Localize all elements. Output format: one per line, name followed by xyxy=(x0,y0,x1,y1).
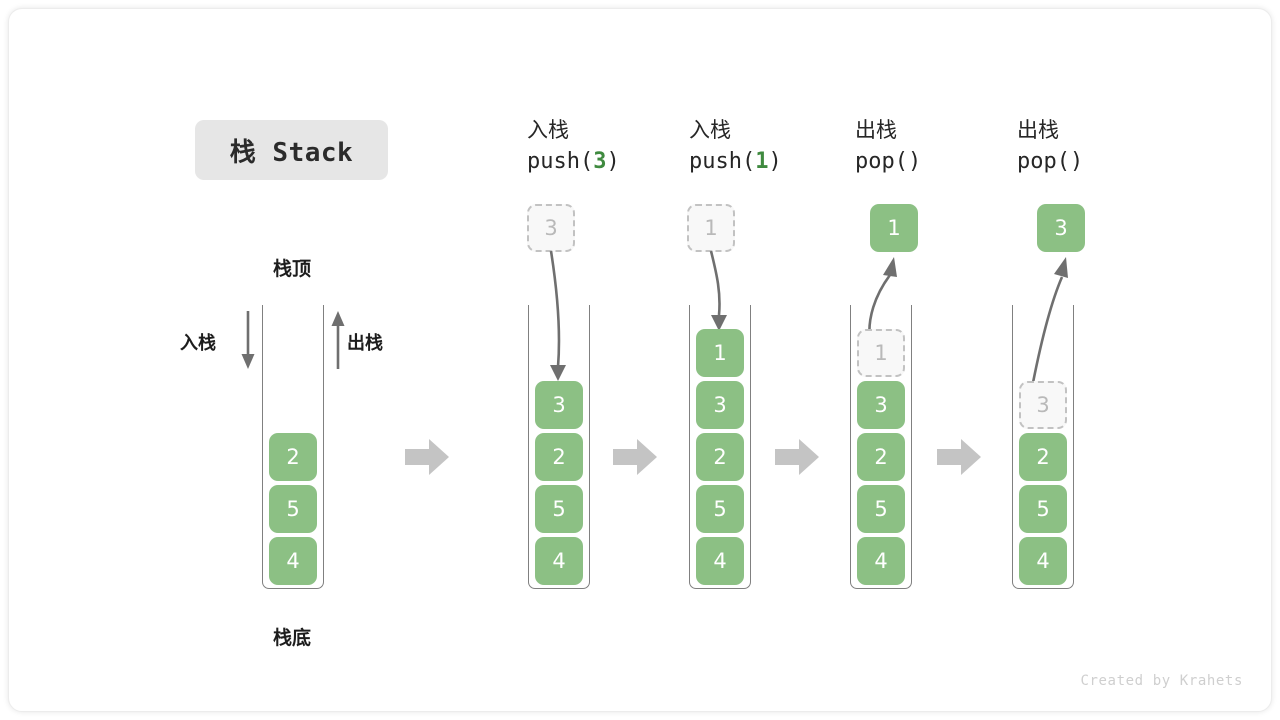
stack-cell: 2 xyxy=(535,433,583,481)
floating-value-3: 1 xyxy=(870,204,918,252)
stack-cells-step-2: 1 3 2 5 4 xyxy=(696,329,744,585)
step-header-3: 出栈 pop() xyxy=(855,115,1035,179)
step-header-2: 入栈 push(1) xyxy=(689,115,869,179)
stack-cell: 5 xyxy=(269,485,317,533)
stack-cell: 4 xyxy=(857,537,905,585)
push-motion-arrow-2 xyxy=(709,250,727,331)
stack-cells-step-4: 3 2 5 4 xyxy=(1019,381,1067,585)
push-side-label: 入栈 xyxy=(180,333,216,354)
stack-cell-ghost: 1 xyxy=(857,329,905,377)
stack-cell: 1 xyxy=(696,329,744,377)
step-op-cn: 出栈 xyxy=(855,118,897,142)
stack-container-step-3 xyxy=(850,305,912,589)
step-op-code: pop() xyxy=(855,149,922,174)
flow-arrow-right xyxy=(613,439,657,475)
floating-value-4: 3 xyxy=(1037,204,1085,252)
step-header-1: 入栈 push(3) xyxy=(527,115,707,179)
stack-cell: 5 xyxy=(857,485,905,533)
stack-cell: 4 xyxy=(1019,537,1067,585)
stack-cell: 5 xyxy=(535,485,583,533)
step-op-cn: 入栈 xyxy=(527,118,569,142)
flow-arrow-right xyxy=(937,439,981,475)
stack-top-label: 栈顶 xyxy=(272,258,311,280)
step-op-code: push(1) xyxy=(689,149,782,174)
pop-motion-arrow-4 xyxy=(1029,257,1068,394)
stack-cell: 4 xyxy=(696,537,744,585)
stack-cells-step-1: 3 2 5 4 xyxy=(535,381,583,585)
stack-cell: 5 xyxy=(696,485,744,533)
stack-cells-initial: 2 5 4 xyxy=(269,433,317,585)
step-op-cn: 入栈 xyxy=(689,118,731,142)
flow-arrow-right xyxy=(405,439,449,475)
stack-cell: 2 xyxy=(1019,433,1067,481)
footer-credit: Created by Krahets xyxy=(1080,673,1243,689)
stack-cell: 4 xyxy=(269,537,317,585)
step-op-cn: 出栈 xyxy=(1017,118,1059,142)
stack-container-initial xyxy=(262,305,324,589)
stack-cell: 2 xyxy=(269,433,317,481)
stack-cell-ghost: 3 xyxy=(1019,381,1067,429)
stack-cell: 3 xyxy=(857,381,905,429)
push-direction-arrow xyxy=(241,311,255,369)
floating-value-2: 1 xyxy=(687,204,735,252)
step-op-code: push(3) xyxy=(527,149,620,174)
step-header-4: 出栈 pop() xyxy=(1017,115,1197,179)
stack-cell: 2 xyxy=(857,433,905,481)
stack-cell: 5 xyxy=(1019,485,1067,533)
diagram-title-badge: 栈 Stack xyxy=(195,120,388,180)
step-op-code: pop() xyxy=(1017,149,1084,174)
stack-cell: 2 xyxy=(696,433,744,481)
stack-bottom-label: 栈底 xyxy=(272,627,311,649)
stack-container-step-1 xyxy=(528,305,590,589)
flow-arrow-right xyxy=(775,439,819,475)
diagram-canvas: 栈 Stack 栈顶 栈底 入栈 出栈 2 5 4 入栈 push(3) 3 3… xyxy=(8,8,1272,712)
stack-container-step-2 xyxy=(689,305,751,589)
stack-cell: 3 xyxy=(535,381,583,429)
stack-cell: 4 xyxy=(535,537,583,585)
pop-direction-arrow xyxy=(331,311,345,369)
stack-cells-step-3: 1 3 2 5 4 xyxy=(857,329,905,585)
push-motion-arrow-1 xyxy=(549,250,566,381)
pop-side-label: 出栈 xyxy=(347,333,383,354)
floating-value-1: 3 xyxy=(527,204,575,252)
stack-cell: 3 xyxy=(696,381,744,429)
stack-container-step-4 xyxy=(1012,305,1074,589)
